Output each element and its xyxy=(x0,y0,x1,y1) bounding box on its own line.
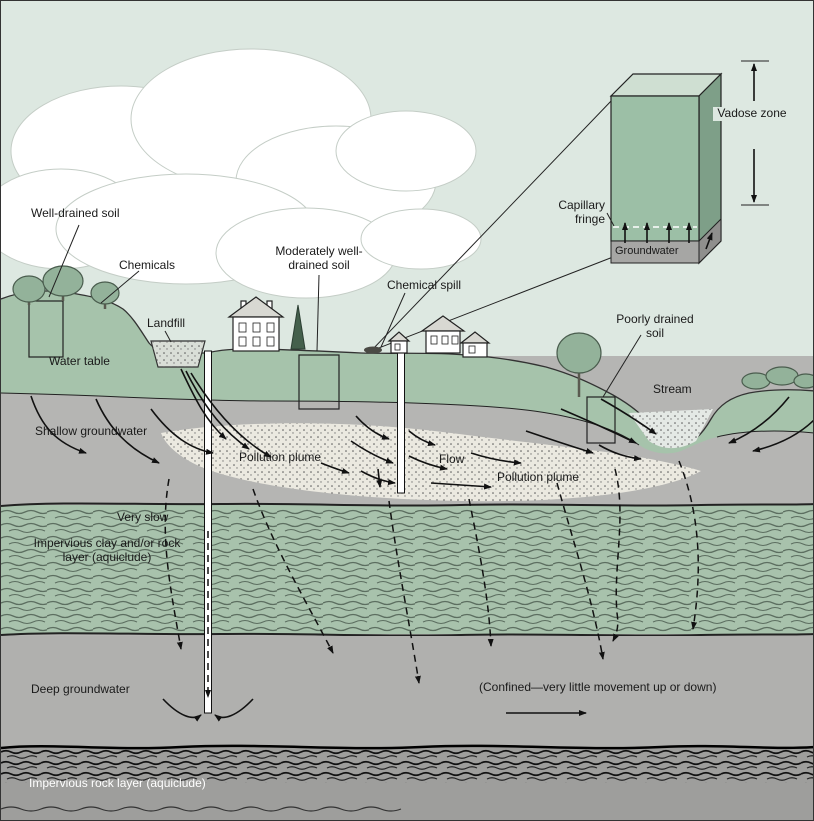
spill-well xyxy=(397,352,405,494)
moderately-drained-soil-box xyxy=(298,354,340,410)
deep-groundwater-layer xyxy=(1,636,813,747)
aquiclude-layer xyxy=(1,502,813,637)
label-groundwater-inset: Groundwater xyxy=(615,245,679,257)
bedrock-layer xyxy=(1,744,813,820)
pollution-plume xyxy=(161,423,701,502)
pine-tree xyxy=(290,304,306,350)
stream-water xyxy=(629,409,713,449)
label-vadose-zone: Vadose zone xyxy=(713,106,791,121)
water-table-line xyxy=(1,392,640,446)
house-small xyxy=(387,331,411,354)
vadose-dimension-arrow xyxy=(741,60,769,206)
label-moderately-well-drained-soil: Moderately well-drained soil xyxy=(275,244,363,272)
house-left xyxy=(227,296,285,352)
label-water-table: Water table xyxy=(49,354,110,368)
houses xyxy=(227,296,491,358)
label-stream: Stream xyxy=(653,382,692,396)
label-poorly-drained-soil: Poorly drained soil xyxy=(616,312,694,340)
barn xyxy=(459,331,491,358)
leader-lines xyxy=(48,212,642,398)
label-impervious-rock-layer: Impervious rock layer (aquiclude) xyxy=(29,776,206,790)
label-deep-groundwater: Deep groundwater xyxy=(31,682,130,696)
label-very-slow: Very slow xyxy=(117,510,169,524)
label-landfill: Landfill xyxy=(147,316,186,330)
inset-vadose-zone xyxy=(610,95,700,242)
landfill-site xyxy=(150,340,206,368)
label-capillary-fringe: Capillary fringe xyxy=(558,198,605,226)
inset-block xyxy=(609,72,723,265)
inset-groundwater-band xyxy=(610,240,700,264)
label-pollution-plume-left: Pollution plume xyxy=(239,450,322,464)
well-drained-soil-box xyxy=(28,300,64,358)
capillary-rise-arrows xyxy=(622,222,713,250)
label-shallow-groundwater: Shallow groundwater xyxy=(35,424,148,438)
seepage-arrows xyxy=(164,460,700,698)
label-chemicals: Chemicals xyxy=(119,258,176,272)
surface-soil-layer xyxy=(1,290,813,454)
label-flow: Flow xyxy=(439,452,465,466)
inset-callout-lines xyxy=(370,98,614,352)
house-right xyxy=(420,315,466,354)
label-impervious-clay-layer: Impervious clay and/or rock layer (aquic… xyxy=(33,536,181,564)
label-chemical-spill: Chemical spill xyxy=(387,278,462,292)
soil-profile-boxes xyxy=(28,300,616,444)
label-confined-note: (Confined—very little movement up or dow… xyxy=(479,680,717,694)
flow-arrows xyxy=(30,368,813,722)
label-pollution-plume-right: Pollution plume xyxy=(497,470,580,484)
chemical-spill-patch xyxy=(364,346,382,354)
clouds xyxy=(1,48,482,299)
label-well-drained-soil: Well-drained soil xyxy=(31,206,120,220)
